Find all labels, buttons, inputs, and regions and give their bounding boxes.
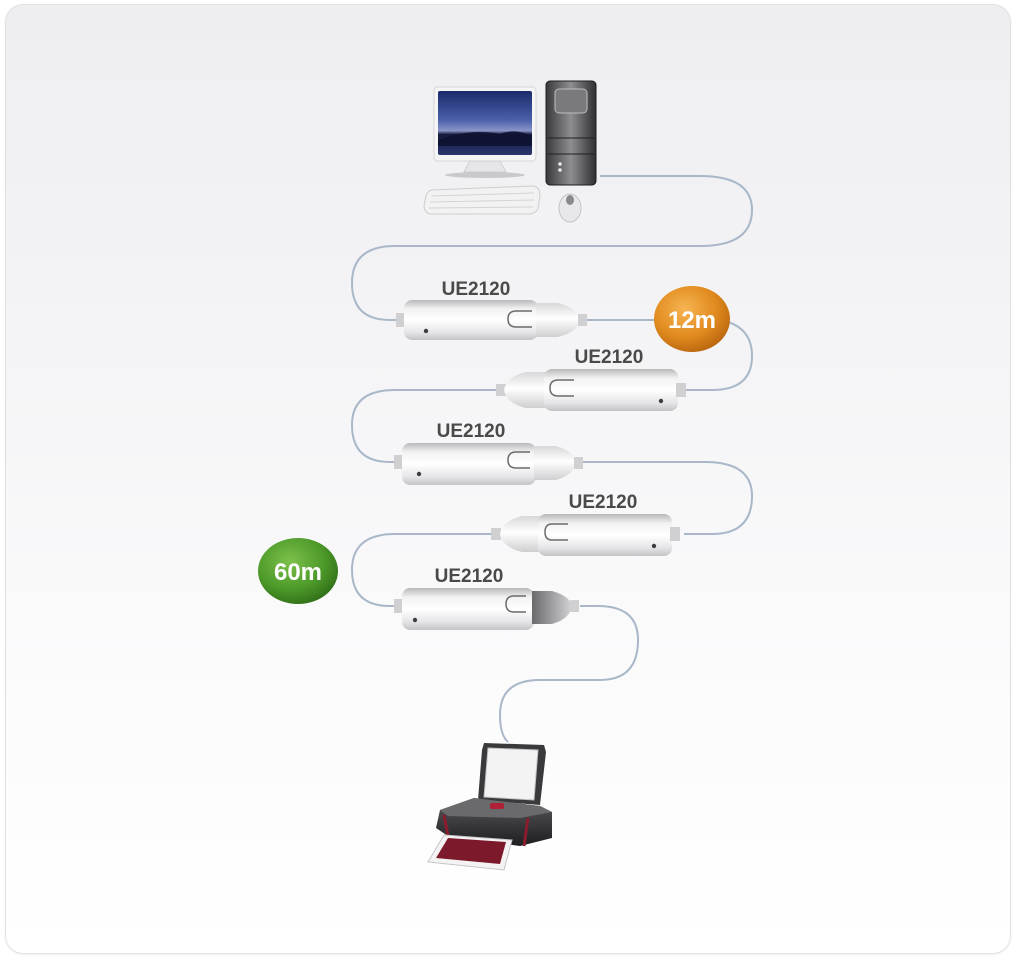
extender-label: UE2120	[575, 347, 644, 368]
keyboard-icon	[423, 185, 541, 215]
extender-1: UE2120	[396, 279, 587, 340]
extender-4: UE2120	[491, 492, 680, 556]
badge-text: 60m	[274, 559, 322, 586]
printer-icon	[427, 743, 552, 871]
tower-icon	[545, 80, 597, 186]
mouse-icon	[558, 193, 582, 223]
distance-badge-60m: 60m	[258, 538, 338, 604]
computer	[423, 80, 597, 223]
extender-label: UE2120	[442, 279, 511, 300]
badge-text: 12m	[668, 307, 716, 334]
extender-label: UE2120	[435, 566, 504, 587]
extender-2: UE2120	[496, 347, 686, 411]
extender-label: UE2120	[569, 492, 638, 513]
monitor-icon	[433, 86, 537, 178]
extender-label: UE2120	[437, 421, 506, 442]
extender-3: UE2120	[394, 421, 583, 485]
extender-5: UE2120	[394, 566, 579, 630]
distance-badge-12m: 12m	[654, 286, 730, 352]
usb-cable	[350, 175, 754, 743]
